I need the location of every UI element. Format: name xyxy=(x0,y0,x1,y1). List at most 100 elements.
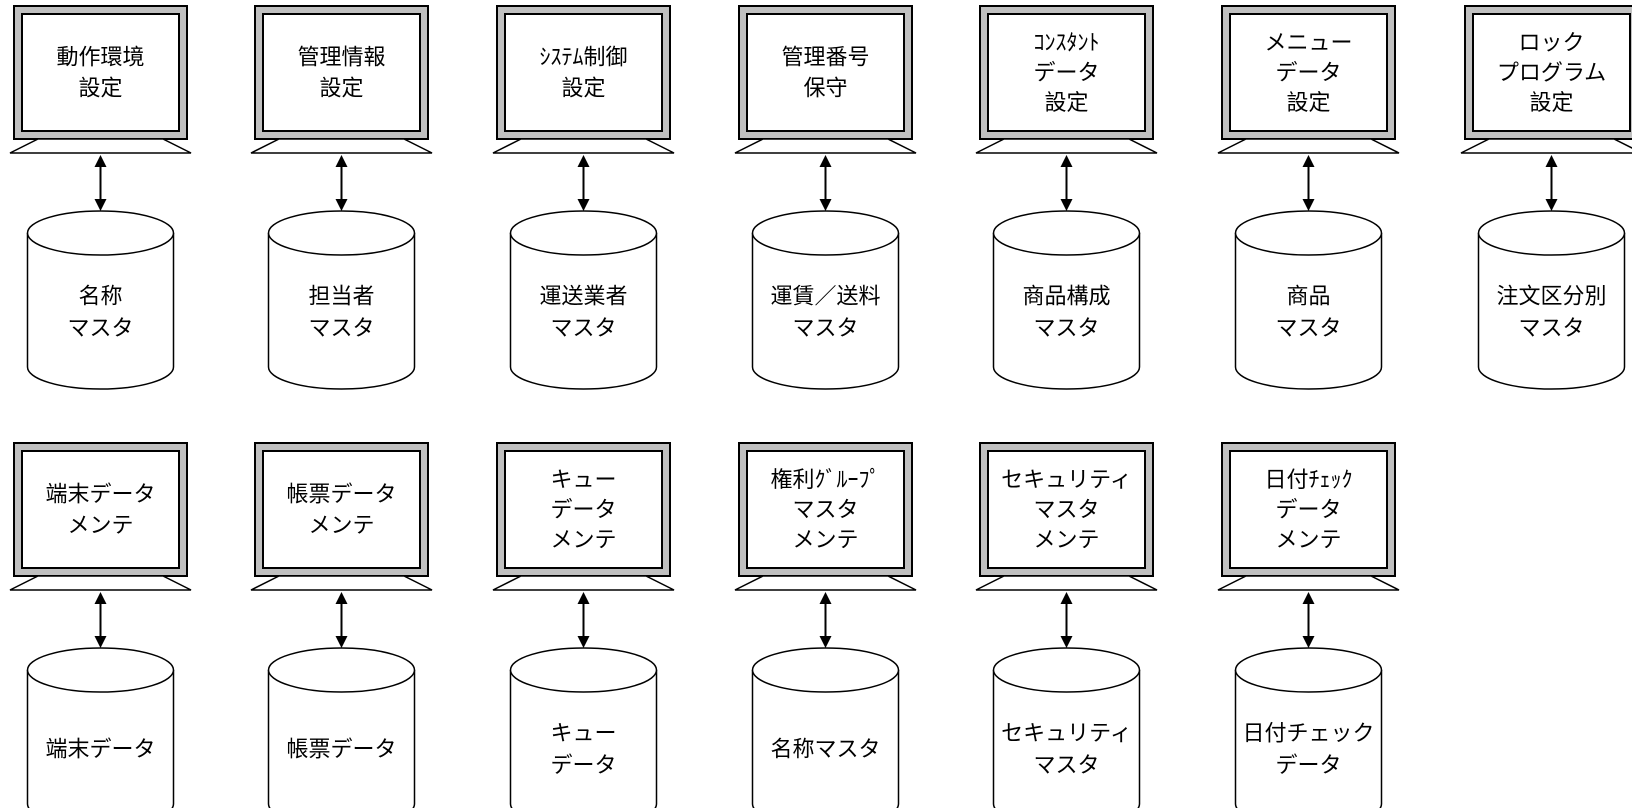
db-label-line: 運送業者 xyxy=(539,285,627,310)
db-label-line: データ xyxy=(1275,754,1341,779)
screen-label-line: 設定 xyxy=(561,77,605,102)
screen-label-line: データ xyxy=(1275,61,1341,86)
db-label-line: 商品構成 xyxy=(1022,285,1110,310)
db-label-line: 注文区分別 xyxy=(1496,285,1606,310)
screen-label-line: メニュー xyxy=(1264,31,1352,56)
monitor-stand xyxy=(975,575,1158,591)
screen-label-line: 管理番号 xyxy=(781,46,869,71)
db-label-line: セキュリティ xyxy=(1001,722,1132,747)
screen-label-line: プログラム xyxy=(1497,61,1606,86)
screen-label-line: 権利ｸﾞﾙｰﾌﾟ xyxy=(770,468,880,493)
bidirectional-arrow-icon xyxy=(1060,155,1073,211)
screen-label-line: ロック xyxy=(1518,31,1584,56)
screen-label-line: セキュリティ xyxy=(1001,468,1132,493)
db-label-line: 名称 xyxy=(78,285,122,310)
database-cylinder-icon: 名称マスタ xyxy=(751,647,900,808)
screen-label-line: 設定 xyxy=(1044,91,1088,116)
screen-label-line: メンテ xyxy=(1033,528,1099,553)
db-label-line: 名称マスタ xyxy=(770,738,880,763)
monitor-stand xyxy=(250,575,433,591)
screen-label-line: メンテ xyxy=(1275,528,1341,553)
monitor-stand xyxy=(1460,138,1632,154)
bidirectional-arrow-icon xyxy=(819,592,832,648)
monitor-stand xyxy=(492,138,675,154)
monitor-stand xyxy=(975,138,1158,154)
db-label-line: 日付チェック xyxy=(1242,722,1374,747)
db-label-line: マスタ xyxy=(1033,317,1099,342)
screen-label-line: メンテ xyxy=(67,514,133,539)
screen-label-line: ｺﾝｽﾀﾝﾄ xyxy=(1033,31,1099,56)
screen-label-line: マスタ xyxy=(1033,498,1099,523)
monitor-stand xyxy=(1217,575,1400,591)
db-label-line: マスタ xyxy=(308,317,374,342)
db-label-line: 帳票データ xyxy=(286,738,396,763)
screen-label-line: 管理情報 xyxy=(297,46,385,71)
bidirectional-arrow-icon xyxy=(1060,592,1073,648)
screen-label-line: 動作環境 xyxy=(56,46,144,71)
db-label-line: マスタ xyxy=(1033,754,1099,779)
db-label-line: 端末データ xyxy=(45,738,155,763)
db-label-line: 商品 xyxy=(1286,285,1330,310)
db-label-line: マスタ xyxy=(792,317,858,342)
db-label-line: 運賃／送料 xyxy=(770,285,880,310)
monitor-stand xyxy=(9,138,192,154)
db-label-line: キュー xyxy=(550,722,616,747)
screen-label-line: マスタ xyxy=(792,498,858,523)
db-label-line: マスタ xyxy=(67,317,133,342)
screen-label-line: 設定 xyxy=(319,77,363,102)
monitor-stand xyxy=(250,138,433,154)
bidirectional-arrow-icon xyxy=(577,155,590,211)
bidirectional-arrow-icon xyxy=(94,155,107,211)
screen-label-line: データ xyxy=(1033,61,1099,86)
screen-label-line: データ xyxy=(550,498,616,523)
bidirectional-arrow-icon xyxy=(94,592,107,648)
database-cylinder-icon: 名称マスタ xyxy=(26,210,175,390)
db-label-line: 担当者 xyxy=(308,285,374,310)
db-label-line: マスタ xyxy=(550,317,616,342)
monitor-stand xyxy=(492,575,675,591)
db-label-line: マスタ xyxy=(1518,317,1584,342)
screen-label-line: メンテ xyxy=(308,514,374,539)
bidirectional-arrow-icon xyxy=(1545,155,1558,211)
screen-label-line: 端末データ xyxy=(45,483,155,508)
screen-label-line: キュー xyxy=(550,468,616,493)
screen-label-line: 日付ﾁｪｯｸ xyxy=(1264,468,1352,493)
bidirectional-arrow-icon xyxy=(335,592,348,648)
screen-label-line: 設定 xyxy=(1529,91,1573,116)
bidirectional-arrow-icon xyxy=(335,155,348,211)
database-cylinder-icon: 端末データ xyxy=(26,647,175,808)
monitor-stand xyxy=(734,138,917,154)
db-label-line: マスタ xyxy=(1275,317,1341,342)
screen-label-line: メンテ xyxy=(792,528,858,553)
